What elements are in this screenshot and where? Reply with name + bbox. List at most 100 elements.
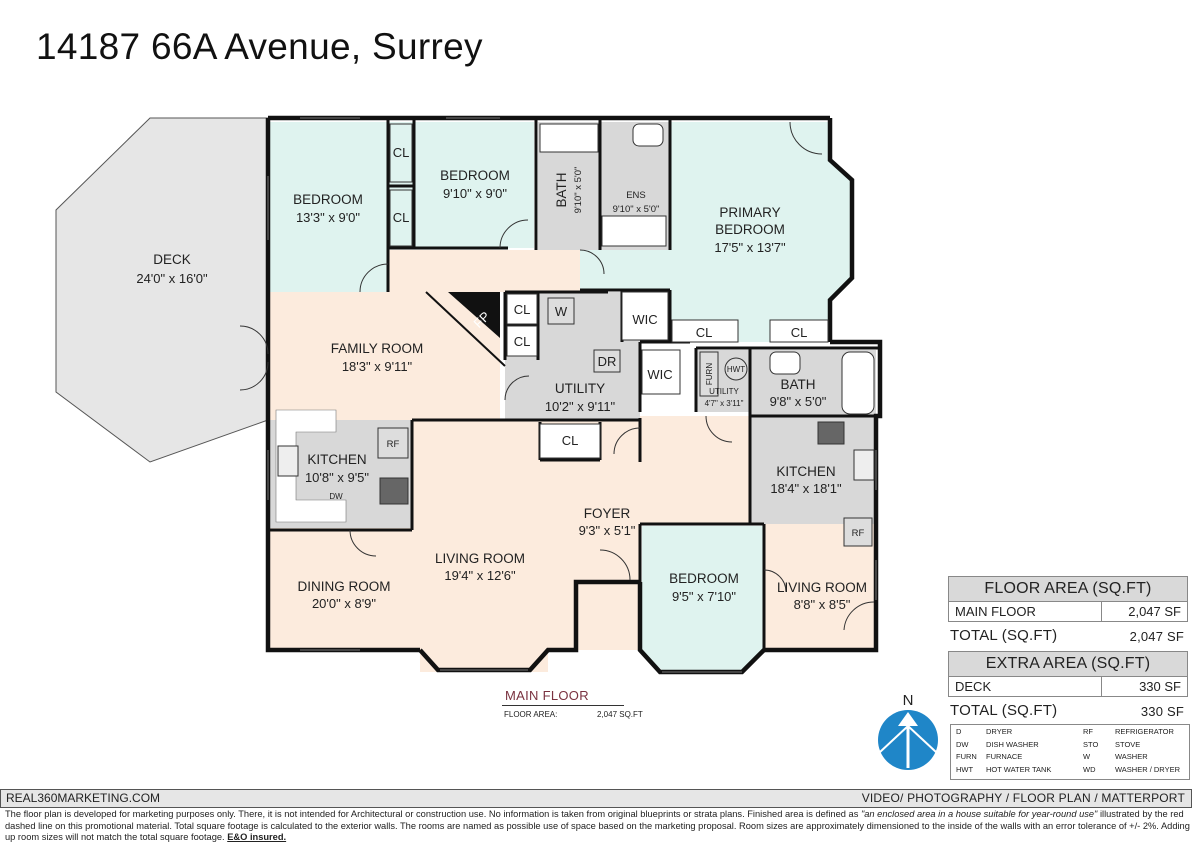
- dining-room-name: DINING ROOM: [298, 579, 391, 594]
- floor-area-table: FLOOR AREA (SQ.FT) MAIN FLOOR 2,047 SF T…: [948, 576, 1188, 644]
- legend-abbr: D: [956, 727, 962, 737]
- legend-desc: DISH WASHER: [986, 739, 1039, 749]
- fireplace-icon: [448, 292, 500, 338]
- dining-room-dims: 20'0" x 8'9": [312, 596, 376, 611]
- disclaimer-quote: "an enclosed area in a house suitable fo…: [860, 809, 1098, 819]
- bedroom-1-dims: 13'3" x 9'0": [296, 210, 360, 225]
- compass-icon: [878, 710, 938, 770]
- disclaimer-eo: E&O insured.: [227, 832, 287, 842]
- shower-icon-1: [539, 123, 599, 153]
- website-link[interactable]: REAL360MARKETING.COM: [6, 791, 161, 805]
- disclaimer-text: The floor plan is developed for marketin…: [5, 809, 1190, 844]
- bedroom-2-dims: 9'10" x 9'0": [443, 186, 507, 201]
- bedroom-2-fill: [414, 122, 534, 248]
- washer-icon: [547, 297, 575, 325]
- living-room-1-fill: [270, 420, 640, 672]
- closet-label-7: CL: [562, 433, 579, 448]
- legend-abbr: RF: [1083, 727, 1093, 737]
- exterior-walls: [265, 115, 883, 675]
- closet-box-4: [769, 319, 829, 343]
- living-room-1-name: LIVING ROOM: [435, 551, 525, 566]
- kitchen-2-dims: 18'4" x 18'1": [770, 481, 842, 496]
- living-room-1-dims: 19'4" x 12'6": [444, 568, 516, 583]
- utility-2-name: UTILITY: [709, 387, 739, 396]
- wic-label-1: WIC: [632, 312, 657, 327]
- kitchen-2-name: KITCHEN: [776, 464, 835, 479]
- services-text: VIDEO/ PHOTOGRAPHY / FLOOR PLAN / MATTER…: [861, 791, 1185, 805]
- wic-label-2: WIC: [647, 367, 672, 382]
- foyer-dims: 9'3" x 5'1": [579, 523, 636, 538]
- kitchen-1-counter: [275, 409, 347, 523]
- extra-area-row-name: DECK: [949, 677, 1102, 696]
- primary-bedroom-name-2: BEDROOM: [715, 222, 785, 237]
- kitchen-1-name: KITCHEN: [307, 452, 366, 467]
- kitchen-1-dims: 10'8" x 9'5": [305, 470, 369, 485]
- disclaimer-part-2: illustrated by the red dashed line on th…: [5, 809, 1190, 842]
- bedroom-3-fill: [642, 526, 764, 670]
- wic-box-1: [621, 291, 669, 341]
- dryer-label: DR: [598, 354, 617, 369]
- sink-icon-3: [277, 445, 299, 477]
- legend-desc: HOT WATER TANK: [986, 764, 1052, 774]
- legend-desc: DRYER: [986, 727, 1013, 737]
- closet-box-1: [389, 123, 413, 183]
- table-row: MAIN FLOOR 2,047 SF: [948, 602, 1188, 622]
- hwt-label: HWT: [727, 365, 745, 374]
- fridge-icon-1: [377, 427, 409, 459]
- main-floor-label: MAIN FLOOR: [505, 688, 589, 703]
- floor-area-total: TOTAL (SQ.FT) 2,047 SF: [948, 622, 1188, 644]
- living-room-2-name: LIVING ROOM: [777, 580, 867, 595]
- dryer-icon: [593, 349, 621, 373]
- legend-abbr: WD: [1083, 764, 1096, 774]
- bath-2-name: BATH: [780, 377, 815, 392]
- legend-desc: WASHER: [1115, 752, 1148, 762]
- compass-north-label: N: [903, 692, 914, 709]
- legend-abbr: DW: [956, 739, 969, 749]
- bedroom-3-name: BEDROOM: [669, 571, 739, 586]
- legend-abbr: FURN: [956, 752, 977, 762]
- extra-area-header: EXTRA AREA (SQ.FT): [948, 651, 1188, 677]
- furnace-icon: [699, 351, 719, 397]
- closet-box-5: [539, 423, 601, 459]
- floor-area-row-name: MAIN FLOOR: [949, 602, 1102, 621]
- primary-bedroom-dims: 17'5" x 13'7": [714, 240, 786, 255]
- closet-label-3: CL: [514, 302, 531, 317]
- bathtub-icon: [841, 351, 875, 415]
- utility-1-name: UTILITY: [555, 381, 605, 396]
- family-room-name: FAMILY ROOM: [331, 341, 424, 356]
- washer-label: W: [555, 304, 568, 319]
- page-title: 14187 66A Avenue, Surrey: [36, 26, 483, 67]
- legend-abbr: HWT: [956, 764, 974, 774]
- legend-row: DW DISH WASHER STO STOVE: [951, 738, 1189, 751]
- closet-box-7: [506, 325, 538, 357]
- bedroom-1-fill: [270, 122, 388, 292]
- hot-water-tank-icon: [724, 357, 748, 381]
- closet-box-3: [671, 319, 739, 343]
- primary-bedroom-name-1: PRIMARY: [719, 205, 780, 220]
- main-floor-area-value: 2,047 SQ.FT: [597, 710, 643, 719]
- disclaimer-part-1: The floor plan is developed for marketin…: [5, 809, 861, 819]
- fridge-label-1: RF: [387, 439, 400, 450]
- bath-1-dims: 9'10" x 5'0": [573, 167, 584, 214]
- deck-area: [55, 117, 269, 463]
- interior-walls: [270, 120, 880, 650]
- closet-label-4: CL: [514, 334, 531, 349]
- legend-desc: FURNACE: [986, 752, 1023, 762]
- closet-label-2: CL: [393, 210, 410, 225]
- foyer-name: FOYER: [584, 506, 631, 521]
- family-room-fill: [270, 250, 580, 420]
- family-room-dims: 18'3" x 9'11": [342, 359, 413, 374]
- bath-2-dims: 9'8" x 5'0": [770, 394, 827, 409]
- deck-name: DECK: [153, 252, 191, 267]
- windows: [267, 117, 877, 673]
- floor-area-total-value: 2,047 SF: [1129, 629, 1184, 644]
- fridge-label-2: RF: [852, 528, 865, 539]
- extra-area-total: TOTAL (SQ.FT) 330 SF: [948, 697, 1188, 719]
- utility-2-dims: 4'7" x 3'11": [705, 399, 744, 408]
- bath-1-name: BATH: [554, 172, 569, 207]
- floor-area-total-label: TOTAL (SQ.FT): [950, 627, 1058, 644]
- living-room-2-dims: 8'8" x 8'5": [794, 597, 851, 612]
- floor-plan: DECK 24'0" x 16'0" BEDROOM 13'3" x 9'0" …: [55, 115, 938, 770]
- primary-bedroom-fill: [580, 122, 852, 342]
- closet-label-6: CL: [791, 325, 808, 340]
